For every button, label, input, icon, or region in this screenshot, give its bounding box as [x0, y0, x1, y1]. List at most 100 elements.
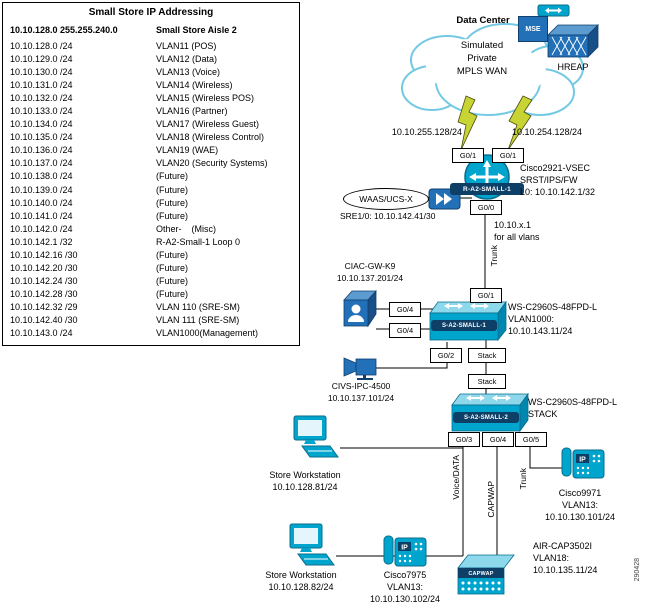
subnet-cell: 10.10.142.28 /30 [10, 288, 78, 299]
subnet-cell: 10.10.142.1 /32 [10, 236, 73, 247]
table-header-desc: Small Store Aisle 2 [156, 25, 237, 35]
desc-cell: VLAN13 (Voice) [156, 67, 221, 78]
port-g02-camera: G0/2 [430, 348, 462, 363]
camera-icon [343, 357, 377, 380]
waas-oval: WAAS/UCS-X [343, 188, 429, 210]
subnet-cell: 10.10.128.0 /24 [10, 41, 73, 51]
subnet-cell: 10.10.133.0 /24 [10, 106, 73, 117]
table-row: 10.10.135.0 /24 VLAN18 (Wireless Control) [3, 131, 299, 144]
table-header-subnet: 10.10.128.0 255.255.240.0 [10, 25, 118, 35]
subnet-cell: 10.10.142.20 /30 [10, 262, 78, 273]
wan-right-subnet: 10.10.254.128/24 [512, 127, 583, 137]
desc-cell: VLAN18 (Wireless Control) [156, 132, 265, 143]
workstation2-name: Store Workstation [265, 570, 337, 580]
stack-box-top: Stack [468, 348, 506, 363]
cloud-label-line3: MPLS WAN [456, 66, 508, 77]
desc-cell: VLAN16 (Partner) [156, 106, 228, 117]
desc-cell: VLAN15 (Wireless POS) [156, 93, 255, 104]
desc-cell: VLAN1000(Management) [156, 328, 259, 339]
ciac-name: CIAC-GW-K9 [344, 261, 396, 271]
link-trunk-phone [529, 445, 562, 469]
desc-cell: VLAN 110 (SRE-SM) [156, 301, 240, 312]
datacenter-switch-icon [537, 4, 570, 17]
voice-data-label: Voice/DATA [451, 455, 461, 500]
mse-box: MSE [518, 16, 548, 42]
ciac-icon [343, 289, 377, 328]
port-g01-wan-right: G0/1 [492, 148, 524, 163]
switch2-model: WS-C2960S-48FPD-L [528, 397, 618, 407]
table-title: Small Store IP Addressing [88, 7, 214, 18]
router-services: SRST/IPS/FW [520, 175, 578, 185]
wan-left-subnet: 10.10.255.128/24 [391, 127, 462, 137]
router-loopback: L0: 10.10.142.1/32 [520, 187, 596, 197]
phone-9971-vlan: VLAN13: [561, 500, 599, 510]
workstation2-ip: 10.10.128.82/24 [268, 582, 334, 592]
port-g04-switch2: G0/4 [482, 432, 514, 447]
table-row: 10.10.142.1 /32 R-A2-Small-1 Loop 0 [3, 236, 299, 249]
phone-ip-badge: IP [579, 457, 586, 464]
workstation1-name: Store Workstation [269, 470, 341, 480]
mpls-cloud-icon [401, 23, 584, 116]
cloud-label-line2: Private [467, 53, 497, 64]
desc-cell: R-A2-Small-1 Loop 0 [156, 236, 241, 247]
table-row: 10.10.139.0 /24(Future) [3, 184, 299, 197]
table-row: 10.10.134.0 /24 VLAN17 (Wireless Guest) [3, 118, 299, 131]
desc-cell: VLAN 111 (SRE-SM) [156, 314, 240, 325]
switch1-icon [429, 300, 507, 342]
workstation2-icon [289, 523, 335, 566]
table-row: 10.10.142.40 /30 VLAN 111 (SRE-SM) [3, 314, 299, 327]
desc-cell: VLAN11 (POS) [156, 41, 217, 51]
sre-label: SRE1/0: 10.10.142.41/30 [340, 211, 436, 221]
desc-cell: (Future) [156, 288, 189, 299]
subnet-cell: 10.10.142.16 /30 [10, 249, 78, 260]
table-row: 10.10.142.16 /30 (Future) [3, 249, 299, 262]
workstation1-icon [293, 415, 339, 458]
desc-cell: (Future) [156, 249, 189, 260]
port-g03-switch2: G0/3 [448, 432, 480, 447]
subnet-cell: 10.10.142.0 /24 [10, 223, 73, 234]
switch1-vlan: VLAN1000: [508, 314, 555, 324]
table-row: 10.10.128.0 /24 VLAN11 (POS) [3, 40, 299, 53]
subnet-cell: 10.10.137.0 /24 [10, 158, 73, 169]
desc-cell: Other- (Misc) [156, 223, 216, 234]
table-row: 10.10.142.0 /24 Other- (Misc) [3, 223, 299, 236]
phone-7975-vlan: VLAN13: [386, 582, 424, 592]
stack-box-bottom: Stack [468, 374, 506, 389]
ap-name: AIR-CAP3502I [533, 541, 593, 551]
desc-cell: VLAN17 (Wireless Guest) [156, 119, 260, 130]
workstation1-ip: 10.10.128.81/24 [272, 482, 338, 492]
subnet-cell: 10.10.139.0 /24 [10, 184, 73, 195]
desc-cell: (Future) [156, 275, 189, 286]
port-g05-switch2: G0/5 [515, 432, 547, 447]
subnet-cell: 10.10.136.0 /24 [10, 145, 73, 156]
desc-cell: (Future) [156, 262, 189, 273]
ap-band-label: CAPWAP [468, 570, 494, 577]
desc-cell: VLAN14 (Wireless) [156, 80, 233, 91]
switch1-model: WS-C2960S-48FPD-L [508, 302, 598, 312]
ap-vlan: VLAN18: [533, 553, 570, 563]
phone-9971-ip: 10.10.130.101/24 [544, 512, 616, 522]
camera-ip: 10.10.137.101/24 [327, 393, 395, 403]
subnet-cell: 10.10.135.0 /24 [10, 132, 73, 143]
phone-ip-badge: IP [401, 545, 408, 552]
phone-9971-name: Cisco9971 [558, 488, 602, 498]
cloud-label-line1: Simulated [460, 40, 504, 51]
subnet-cell: 10.10.134.0 /24 [10, 119, 73, 130]
table-row: 10.10.138.0 /24(Future) [3, 170, 299, 183]
hreap-icon [547, 24, 599, 58]
subnet-cell: 10.10.129.0 /24 [10, 54, 73, 65]
ciac-ip: 10.10.137.201/24 [336, 273, 404, 283]
subnet-cell: 10.10.138.0 /24 [10, 171, 73, 182]
gateway-note-2: for all vlans [494, 232, 540, 242]
subnet-cell: 10.10.131.0 /24 [10, 80, 73, 91]
subnet-cell: 10.10.142.40 /30 [10, 314, 78, 325]
datacenter-title: Data Center [456, 15, 510, 26]
hreap-label: HREAP [557, 62, 589, 72]
table-row: 10.10.142.24 /30(Future) [3, 275, 299, 288]
table-header: 10.10.128.0 255.255.240.0 Small Store Ai… [3, 25, 299, 35]
capwap-label: CAPWAP [486, 481, 496, 518]
